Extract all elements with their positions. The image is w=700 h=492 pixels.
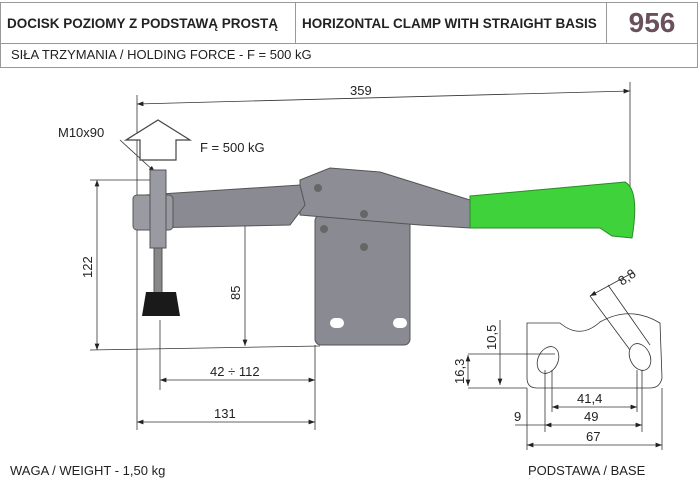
base-drawing (465, 271, 663, 450)
dim-10-5: 10,5 (484, 325, 499, 350)
dim-base-offset: 131 (214, 406, 236, 421)
screw-label: M10x90 (58, 125, 104, 140)
green-handle (469, 181, 636, 239)
dim-16-3: 16,3 (452, 359, 467, 384)
dim-spindle-height: 85 (228, 286, 243, 300)
dim-height: 122 (80, 256, 95, 278)
force-arrow-icon (123, 119, 193, 161)
dim-41-4: 41,4 (577, 391, 602, 406)
title-polish: DOCISK POZIOMY Z PODSTAWĄ PROSTĄ (1, 3, 296, 43)
dim-9: 9 (514, 409, 521, 424)
holding-force-text: SIŁA TRZYMANIA / HOLDING FORCE - F = 500… (0, 43, 698, 68)
header: DOCISK POZIOMY Z PODSTAWĄ PROSTĄ HORIZON… (0, 2, 698, 44)
force-label: F = 500 kG (200, 140, 265, 155)
dim-slot-width: 8,8 (615, 266, 638, 289)
base-label: PODSTAWA / BASE (528, 463, 646, 478)
dim-spindle-range: 42 ÷ 112 (210, 364, 260, 379)
model-number: 956 (628, 7, 676, 38)
title-english: HORIZONTAL CLAMP WITH STRAIGHT BASIS (296, 3, 607, 43)
dim-overall-length: 359 (350, 83, 372, 98)
dim-49: 49 (584, 409, 598, 424)
dim-67: 67 (586, 429, 600, 444)
clamp-illustration (132, 167, 636, 346)
weight-text: WAGA / WEIGHT - 1,50 kg (10, 463, 166, 478)
